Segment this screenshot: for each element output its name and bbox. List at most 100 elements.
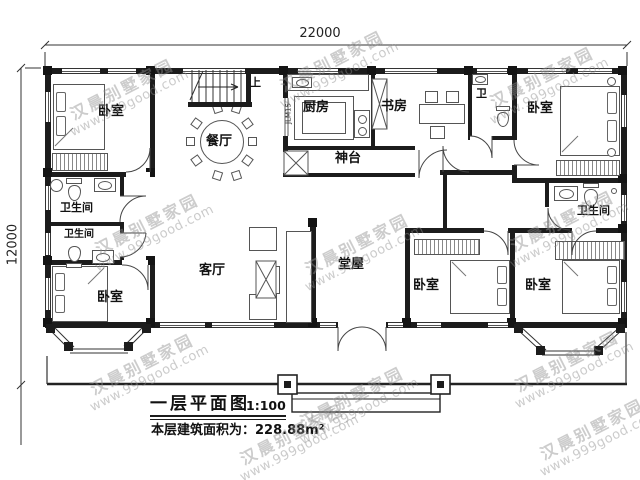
column: [618, 318, 627, 327]
window: [160, 322, 205, 328]
column: [43, 256, 52, 265]
chair: [425, 91, 438, 103]
washing-machine: [50, 179, 63, 192]
door-gap: [126, 172, 150, 177]
title-underline: [150, 415, 286, 417]
window: [183, 68, 245, 74]
window: [108, 68, 136, 74]
door-code-label: JLM15: [284, 103, 293, 124]
door-gap: [572, 228, 596, 233]
bay-window-right: [514, 324, 625, 356]
window: [45, 278, 51, 310]
floor-area-text: 本层建筑面积为：228.88m²: [151, 423, 325, 438]
wall: [510, 233, 515, 328]
column: [402, 318, 411, 327]
dimension-top: 22000: [299, 26, 341, 41]
wall: [443, 175, 447, 228]
column: [43, 168, 52, 177]
wall: [545, 183, 549, 207]
title-underline: [150, 419, 286, 420]
wall: [283, 173, 415, 177]
armchair: [249, 227, 277, 251]
chair: [430, 126, 445, 139]
stairs: [188, 70, 252, 107]
column: [43, 66, 52, 75]
wall: [150, 260, 155, 327]
room-label-bedroom-top-left: 卧室: [98, 104, 125, 119]
sink: [554, 186, 578, 201]
wall: [45, 322, 627, 328]
toilet: [497, 112, 509, 127]
entry-door-gap: [338, 322, 386, 328]
floor-drain: [611, 188, 617, 194]
room-label-bedroom-bottom-middle: 卧室: [413, 278, 440, 293]
window: [621, 95, 627, 127]
column: [618, 224, 627, 233]
sink: [92, 250, 114, 264]
column: [508, 66, 517, 75]
desk: [419, 104, 465, 124]
chair: [211, 102, 224, 115]
kitchen-sink: [292, 77, 312, 88]
window: [45, 186, 51, 210]
wall: [405, 228, 410, 328]
window: [578, 68, 612, 74]
door-gap: [484, 228, 508, 233]
column: [308, 218, 317, 227]
toilet-tank: [583, 183, 599, 188]
chair: [241, 154, 254, 167]
toilet-tank: [66, 178, 82, 184]
wardrobe: [556, 160, 620, 176]
nightstand: [607, 77, 616, 86]
room-label-kitchen: 厨房: [303, 100, 330, 115]
toilet-tank: [66, 263, 82, 268]
door-gap: [122, 260, 148, 265]
column: [43, 318, 52, 327]
column: [146, 318, 155, 327]
chair: [230, 169, 243, 182]
chair: [230, 102, 243, 115]
armchair: [249, 294, 277, 320]
column: [618, 66, 627, 75]
room-label-bathroom-lower-left: 卫生间: [64, 229, 94, 240]
room-label-bedroom-bottom-left: 卧室: [97, 290, 124, 305]
sofa: [286, 231, 312, 323]
window: [388, 322, 403, 328]
room-label-bedroom-bottom-right: 卧室: [525, 278, 552, 293]
stairs-up-label: 上: [250, 76, 261, 89]
window: [528, 68, 566, 74]
terrace-line: [46, 332, 627, 386]
chair: [241, 117, 254, 130]
chair: [190, 117, 203, 130]
room-label-study: 书房: [381, 99, 408, 114]
wall: [45, 222, 124, 226]
bed: [562, 260, 620, 314]
door-gap: [470, 136, 492, 140]
porch-steps: [277, 374, 451, 413]
chair: [446, 91, 459, 103]
room-label-bathroom-right: 卫生间: [577, 204, 610, 217]
chair: [211, 169, 224, 182]
window: [212, 322, 274, 328]
bed: [450, 260, 510, 314]
toilet-tank: [496, 106, 510, 111]
chair: [186, 137, 195, 146]
bed: [560, 86, 620, 156]
room-label-living: 客厅: [199, 263, 226, 278]
chair: [190, 154, 203, 167]
column: [146, 66, 155, 75]
sink: [94, 178, 116, 192]
entry-door-arcs: [337, 326, 387, 352]
plan-scale: 1:100: [246, 398, 286, 413]
dimension-left: 12000: [5, 223, 21, 266]
toilet: [68, 185, 81, 201]
window: [45, 92, 51, 122]
room-label-altar: 神台: [335, 151, 362, 166]
wall: [283, 146, 415, 150]
wardrobe: [555, 241, 625, 260]
wardrobe: [414, 239, 480, 255]
wall: [512, 68, 517, 140]
chair: [248, 137, 257, 146]
column: [507, 318, 516, 327]
